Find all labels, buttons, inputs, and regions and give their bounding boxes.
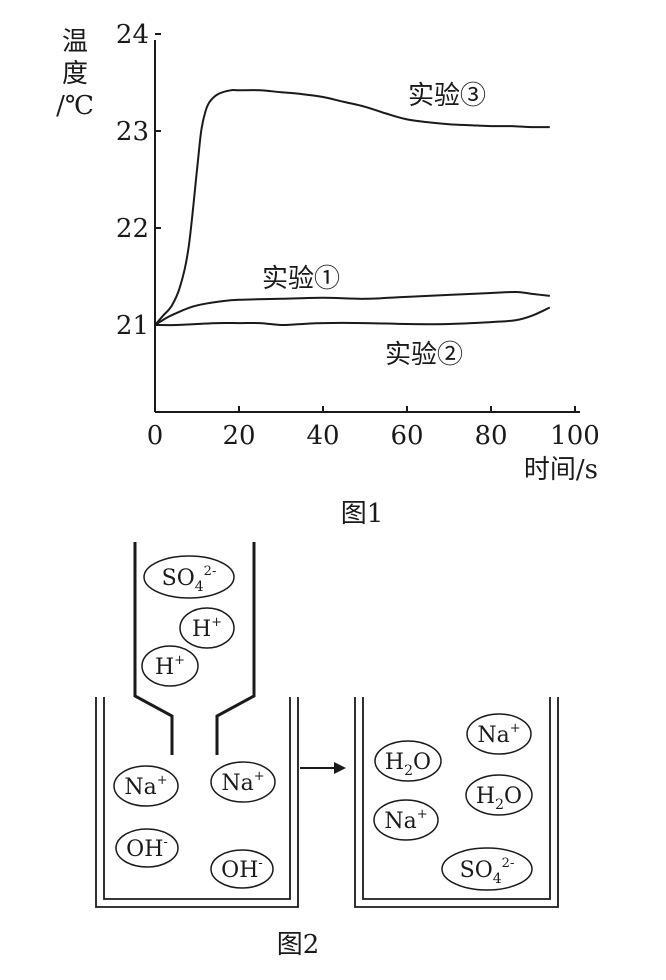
x-tick-label: 0 — [147, 421, 164, 451]
svg-text:Na+: Na+ — [124, 773, 167, 800]
svg-text:H2O: H2O — [476, 784, 522, 813]
ion-sulfate-dropper: SO42- — [143, 555, 235, 599]
figure-2-caption: 图2 — [277, 930, 320, 960]
molecule-water-1: H2O — [374, 740, 442, 782]
y-tick-label: 21 — [116, 311, 149, 341]
neutralization-diagram: SO42- H+ H+ Na+ Na+ OH- OH- — [95, 542, 559, 960]
chart-axes — [154, 40, 580, 413]
ion-hydrogen-2: H+ — [141, 645, 199, 687]
x-tick-label: 60 — [390, 421, 423, 451]
x-axis-label: 时间/s — [524, 455, 598, 485]
y-axis-label-line-3: /℃ — [56, 91, 94, 121]
svg-text:H+: H+ — [155, 653, 185, 680]
y-axis-label-line-2: 度 — [62, 59, 88, 89]
y-tick-label: 23 — [116, 117, 149, 147]
reaction-arrow — [300, 762, 346, 774]
x-tick-label: 20 — [222, 421, 255, 451]
y-tick-label: 22 — [116, 214, 149, 244]
ion-sodium-right-1: Na+ — [466, 713, 532, 755]
right-beaker — [354, 697, 559, 908]
ion-hydroxide-left-1: OH- — [115, 828, 179, 868]
ion-sodium-left-1: Na+ — [113, 765, 179, 807]
x-ticks: 0 20 40 60 80 100 — [147, 406, 600, 451]
dropper-tube — [133, 542, 256, 755]
temperature-chart: 21 22 23 24 0 20 40 60 80 100 温 度 /℃ 时间/s 实验③ 实验①… — [56, 20, 600, 529]
svg-text:SO42-: SO42- — [460, 856, 515, 887]
svg-text:Na+: Na+ — [384, 807, 427, 834]
ion-hydroxide-left-2: OH- — [210, 849, 274, 889]
x-tick-label: 80 — [474, 421, 507, 451]
x-tick-label: 40 — [306, 421, 339, 451]
molecule-water-2: H2O — [465, 774, 533, 816]
series-line-experiment-3 — [154, 88, 550, 326]
x-tick-label: 100 — [550, 421, 600, 451]
ion-hydrogen-1: H+ — [179, 607, 235, 649]
ion-sulfate-right: SO42- — [441, 847, 533, 891]
y-axis-label-line-1: 温 — [62, 27, 88, 57]
figure-1-caption: 图1 — [341, 499, 384, 529]
svg-text:Na+: Na+ — [221, 769, 264, 796]
chart-series — [154, 88, 551, 327]
svg-text:OH-: OH- — [126, 835, 168, 862]
series-label-experiment-2: 实验② — [385, 340, 463, 370]
series-label-experiment-3: 实验③ — [408, 81, 486, 111]
series-label-experiment-1: 实验① — [262, 264, 340, 294]
series-line-experiment-1 — [154, 290, 550, 326]
ion-sodium-left-2: Na+ — [210, 761, 276, 803]
svg-text:SO42-: SO42- — [162, 564, 217, 595]
left-beaker — [95, 697, 299, 908]
y-tick-label: 24 — [116, 20, 149, 50]
svg-text:H+: H+ — [192, 615, 222, 642]
y-axis-label: 温 度 /℃ — [56, 27, 94, 121]
y-ticks: 21 22 23 24 — [116, 20, 161, 341]
series-line-experiment-2 — [154, 306, 551, 327]
svg-text:H2O: H2O — [385, 750, 431, 779]
svg-text:Na+: Na+ — [477, 721, 520, 748]
svg-text:OH-: OH- — [221, 856, 263, 883]
series-labels: 实验③ 实验① 实验② — [262, 81, 486, 370]
ion-sodium-right-2: Na+ — [373, 799, 439, 841]
